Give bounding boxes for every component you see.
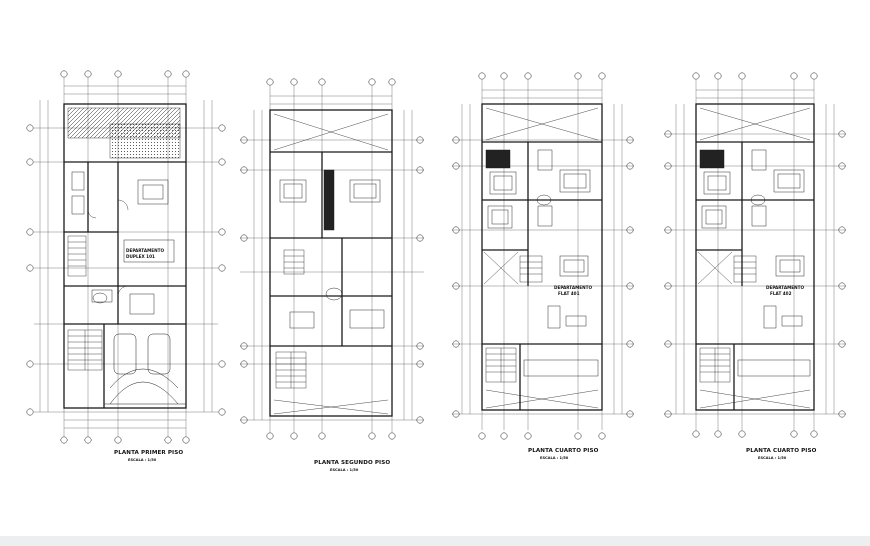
room-label-1a: DEPARTAMENTO	[126, 248, 164, 253]
furniture	[279, 169, 385, 329]
plan-title-cuarto-a: PLANTA CUARTO PISO	[528, 448, 599, 454]
stairs	[275, 249, 307, 389]
room-label-1b: DUPLEX 101	[126, 254, 155, 259]
grid-axes	[664, 80, 846, 430]
room-label-4b: FLAT 402	[770, 291, 792, 296]
axis-bubbles	[26, 70, 226, 444]
walls	[269, 109, 393, 417]
garage-cars	[104, 333, 186, 405]
plan-primer-piso	[26, 70, 226, 444]
plan-scale-cuarto-a: ESCALA : 1/50	[540, 456, 569, 460]
walls	[63, 103, 187, 409]
plan-scale-cuarto-b: ESCALA : 1/50	[758, 456, 787, 460]
stairs	[699, 255, 757, 383]
balcony	[737, 359, 811, 377]
void-cross	[273, 113, 389, 415]
plan-title-cuarto-b: PLANTA CUARTO PISO	[746, 448, 817, 454]
plan-title-segundo: PLANTA SEGUNDO PISO	[314, 460, 390, 466]
balcony	[523, 359, 599, 377]
terrace	[109, 123, 181, 159]
plan-scale-primer: ESCALA : 1/50	[128, 458, 157, 462]
doors	[87, 199, 129, 297]
void-cross	[697, 107, 811, 409]
room-label-4a: DEPARTAMENTO	[766, 285, 804, 290]
axis-bubbles	[452, 72, 634, 440]
stairs	[485, 255, 543, 383]
stairs	[67, 235, 103, 371]
axis-bubbles	[664, 72, 846, 438]
walls	[695, 103, 815, 411]
plan-cuarto-piso-b	[664, 72, 846, 438]
grid-axes	[452, 80, 634, 430]
axis-bubbles	[240, 78, 424, 440]
plan-segundo-piso	[240, 78, 424, 440]
plan-cuarto-piso-a	[452, 72, 634, 440]
room-label-3b: FLAT 401	[558, 291, 580, 296]
room-label-3a: DEPARTAMENTO	[554, 285, 592, 290]
furniture	[71, 171, 175, 315]
furniture	[485, 149, 591, 329]
walls	[481, 103, 603, 411]
plan-title-primer: PLANTA PRIMER PISO	[114, 450, 183, 456]
grid-axes	[240, 86, 424, 432]
plan-scale-segundo: ESCALA : 1/50	[330, 468, 359, 472]
furniture	[699, 149, 805, 329]
void-cross	[483, 107, 599, 409]
footer-strip	[0, 536, 870, 546]
